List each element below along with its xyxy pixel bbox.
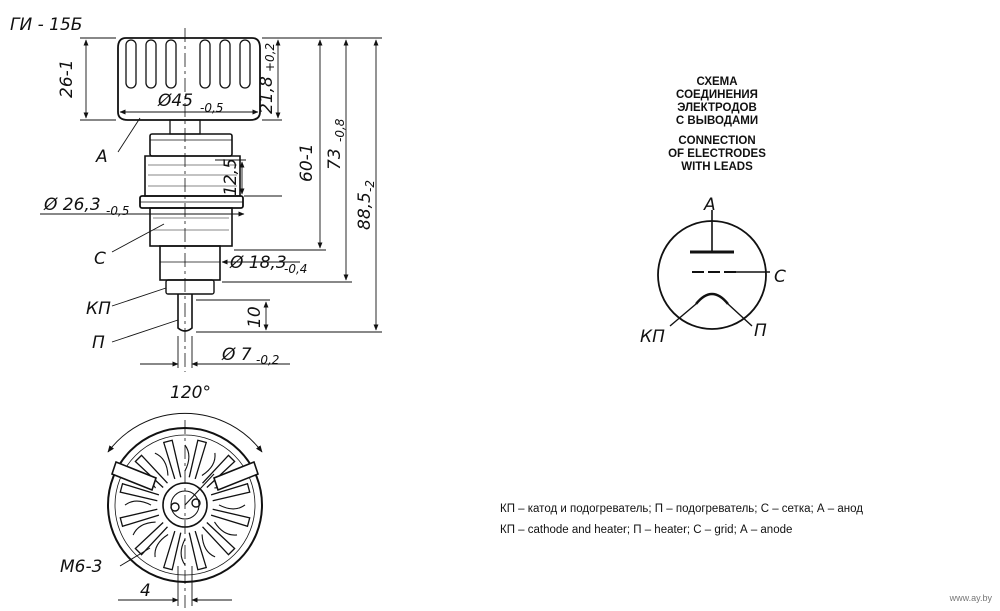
dim-12: 12,5 [221,158,241,196]
tube-symbol [657,210,770,330]
dim-73: 73 [325,148,345,170]
schema-label-kp: КП [640,327,665,347]
label-p-side: П [92,333,105,353]
dim-d45-tol: -0,5 [200,101,223,115]
svg-text:СОЕДИНЕНИЯ: СОЕДИНЕНИЯ [676,89,758,101]
schema-label-p: П [754,321,767,341]
radiator-slot [154,452,169,476]
radiator-slot [184,444,190,472]
svg-text:С ВЫВОДАМИ: С ВЫВОДАМИ [676,115,758,127]
radiator-fin [162,530,182,571]
dim-21-tol: +0,2 [263,43,277,72]
radiator-fin [119,508,160,528]
tube-name: ГИ - 15Б [10,15,82,35]
tube-side-view [117,28,261,372]
dim-60: 60-1 [297,143,317,182]
svg-text:CONNECTION: CONNECTION [678,135,755,147]
svg-text:OF ELECTRODES: OF ELECTRODES [668,148,766,160]
label-a-side: A [95,147,108,167]
radiator-slot [201,534,216,558]
radiator-fin [134,522,168,556]
radiator-slot [132,521,156,536]
schema-title: СХЕМА СОЕДИНЕНИЯ ЭЛЕКТРОДОВ С ВЫВОДАМИ C… [668,76,766,173]
dim-10: 10 [245,306,265,328]
label-c-side: C [94,249,106,269]
tube-bottom-view [107,412,263,608]
dim-d7-tol: -0,2 [256,353,279,367]
svg-text:ЭЛЕКТРОДОВ: ЭЛЕКТРОДОВ [677,102,757,114]
schema-label-a: A [703,195,716,215]
watermark: www.ay.by [949,593,992,603]
dim-d18: Ø 18,3 [229,253,287,273]
radiator-fin [188,439,208,480]
radiator-fin [162,439,182,480]
dim-26: 26-1 [57,59,77,98]
dimension-lines [40,37,382,368]
radiator-slot [180,538,186,566]
dim-d7: Ø 7 [221,345,252,365]
dim-21: 21,8 [257,76,277,114]
radiator-slot [214,521,238,536]
dim-m6: M6-3 [60,557,102,577]
svg-text:WITH LEADS: WITH LEADS [681,161,753,173]
svg-text:СХЕМА: СХЕМА [696,76,737,88]
radiator-fin [210,482,251,502]
dim-d18-tol: -0,4 [284,262,307,276]
dim-d26-tol: -0,5 [106,204,129,218]
radiator-slot [218,504,246,510]
dim-88: 88,5 [355,192,375,230]
dim-w4: 4 [140,581,151,601]
dim-73-tol: -0,8 [333,118,347,142]
radiator-fin [210,508,251,528]
dim-88-tol: -2 [363,180,377,192]
dim-d26: Ø 26,3 [43,195,101,215]
legend-russian: КП – катод и подогреватель; П – подогрев… [500,503,863,515]
radiator-slot [124,500,152,506]
label-kp-side: КП [86,299,111,319]
radiator-slot [201,452,216,476]
radiator-fin [119,482,160,502]
dim-angle: 120° [170,383,211,403]
radiator-fin [202,522,236,556]
schema-label-c: C [774,267,786,287]
radiator-fin [188,530,208,571]
dim-d45: Ø45 [157,91,193,111]
radiator-slot [154,534,169,558]
legend-english: КП – cathode and heater; П – heater; С –… [500,524,793,536]
